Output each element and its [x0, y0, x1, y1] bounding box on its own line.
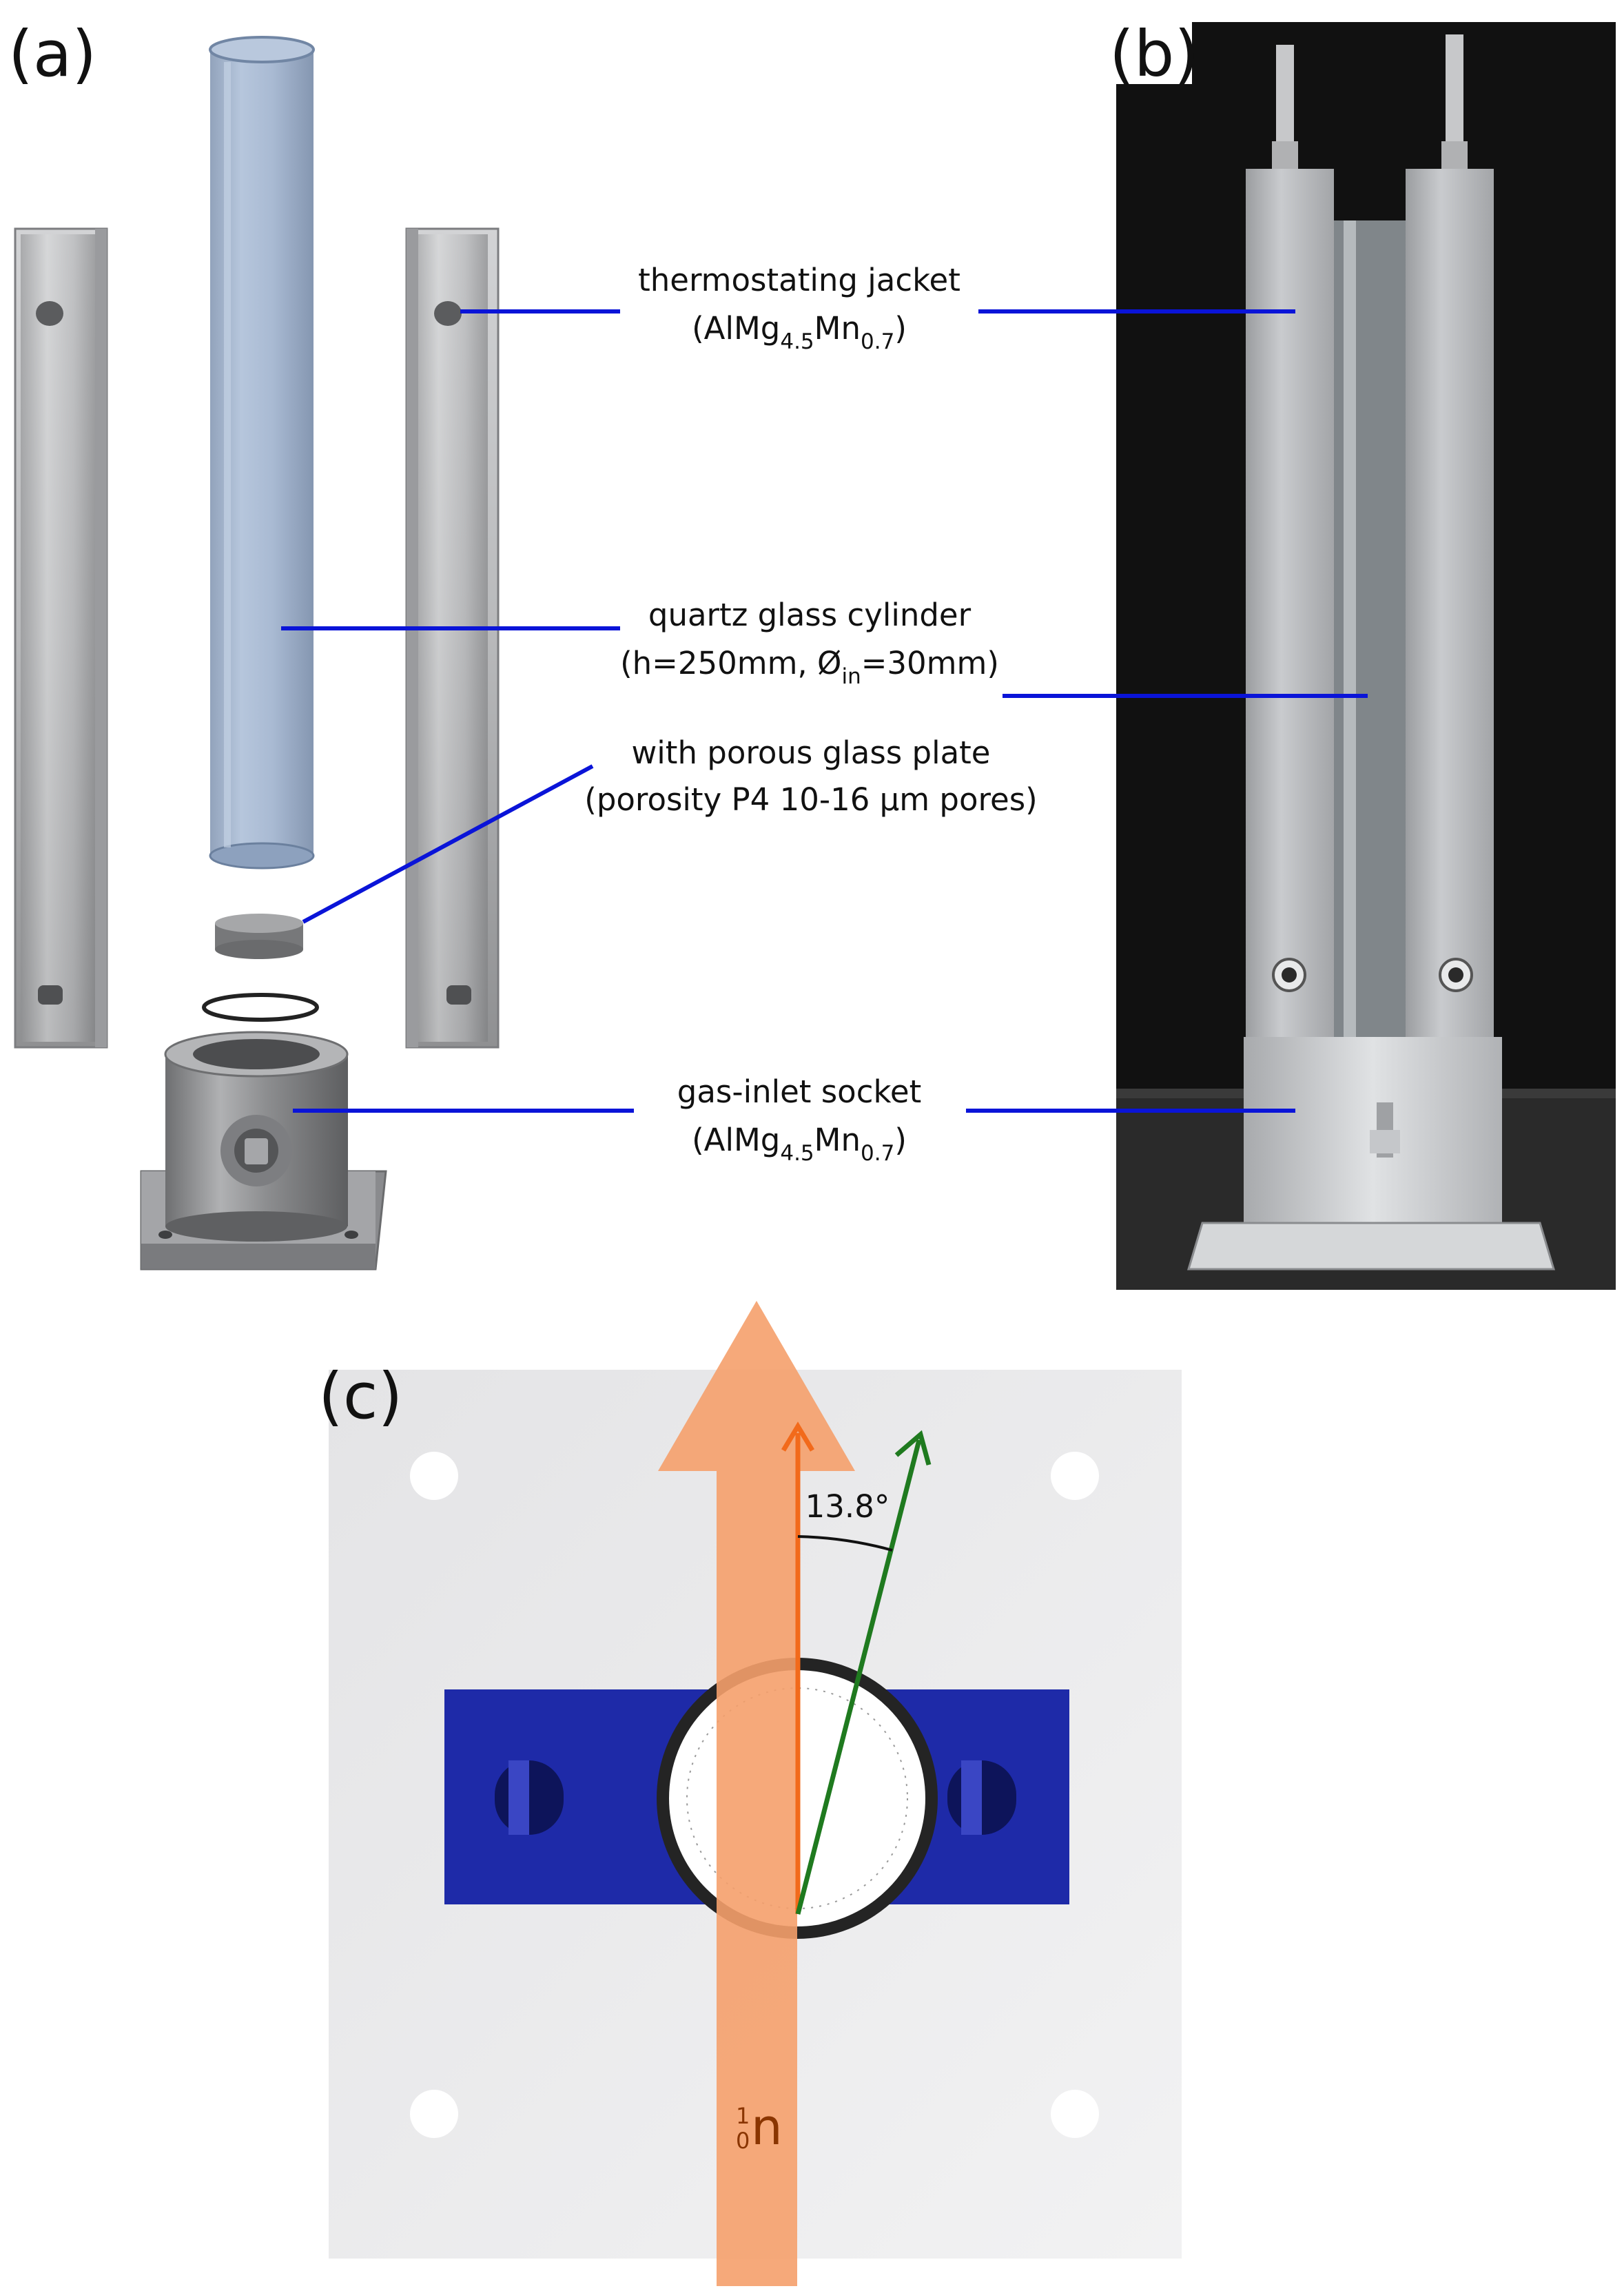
svg-text:n: n	[751, 2098, 783, 2156]
neutron-symbol: 1 0 n	[736, 2098, 783, 2156]
hose-barb-right	[1441, 34, 1468, 169]
panel-c-label: (c)	[318, 1359, 402, 1433]
cylinder-label-line2: (h=250mm, Øin=30mm)	[620, 645, 999, 689]
porous-glass-plate	[215, 914, 303, 959]
svg-text:0: 0	[736, 2128, 750, 2154]
label-quartz-cylinder: quartz glass cylinder (h=250mm, Øin=30mm…	[620, 597, 999, 689]
photo-socket	[1186, 1037, 1556, 1271]
mount-hole-top-right	[1051, 1452, 1099, 1500]
jacket-label-line2: (AlMg4.5Mn0.7)	[692, 310, 907, 354]
panel-a: (a)	[8, 17, 500, 1271]
label-thermostating-jacket: thermostating jacket (AlMg4.5Mn0.7)	[638, 262, 960, 354]
mount-hole-bottom-left	[410, 2090, 458, 2138]
label-gas-inlet-socket: gas-inlet socket (AlMg4.5Mn0.7)	[677, 1073, 922, 1166]
left-jacket-bar	[14, 227, 108, 1049]
svg-text:1: 1	[736, 2103, 750, 2129]
plate-label-line2: (porosity P4 10-16 µm pores)	[584, 781, 1037, 818]
o-ring	[202, 993, 319, 1022]
hose-barb-left	[1272, 45, 1298, 169]
panel-c: 13.8° 1 0 n (c)	[318, 1301, 1182, 2286]
socket-label-line2: (AlMg4.5Mn0.7)	[692, 1122, 907, 1166]
panel-b-label: (b)	[1109, 17, 1199, 91]
mount-hole-bottom-right	[1051, 2090, 1099, 2138]
rotated-axis-arrow	[795, 1430, 932, 1915]
gas-inlet-socket	[140, 1031, 387, 1271]
panel-a-label: (a)	[8, 17, 96, 91]
plate-label-line1: with porous glass plate	[632, 734, 991, 771]
panel-b: (b)	[1109, 17, 1616, 1290]
right-jacket-bar	[405, 227, 500, 1049]
angle-label: 13.8°	[805, 1488, 890, 1525]
angle-arc	[797, 1535, 893, 1552]
label-porous-plate: with porous glass plate (porosity P4 10-…	[584, 734, 1037, 818]
quartz-glass-cylinder	[209, 36, 315, 870]
neutron-beam-arrow	[658, 1301, 855, 2286]
photo-jacket-right	[1406, 169, 1494, 1040]
cylinder-label-line1: quartz glass cylinder	[648, 597, 972, 633]
beam-axis-arrow	[781, 1421, 815, 1914]
photo-jacket-left	[1246, 169, 1334, 1040]
jacket-bore-right	[947, 1760, 1016, 1835]
jacket-bore-left	[495, 1760, 564, 1835]
leader-lines	[281, 309, 1368, 1113]
mount-hole-top-left	[410, 1452, 458, 1500]
leader-plate	[302, 764, 594, 924]
socket-label-line1: gas-inlet socket	[677, 1073, 922, 1110]
jacket-label-line1: thermostating jacket	[638, 262, 960, 298]
